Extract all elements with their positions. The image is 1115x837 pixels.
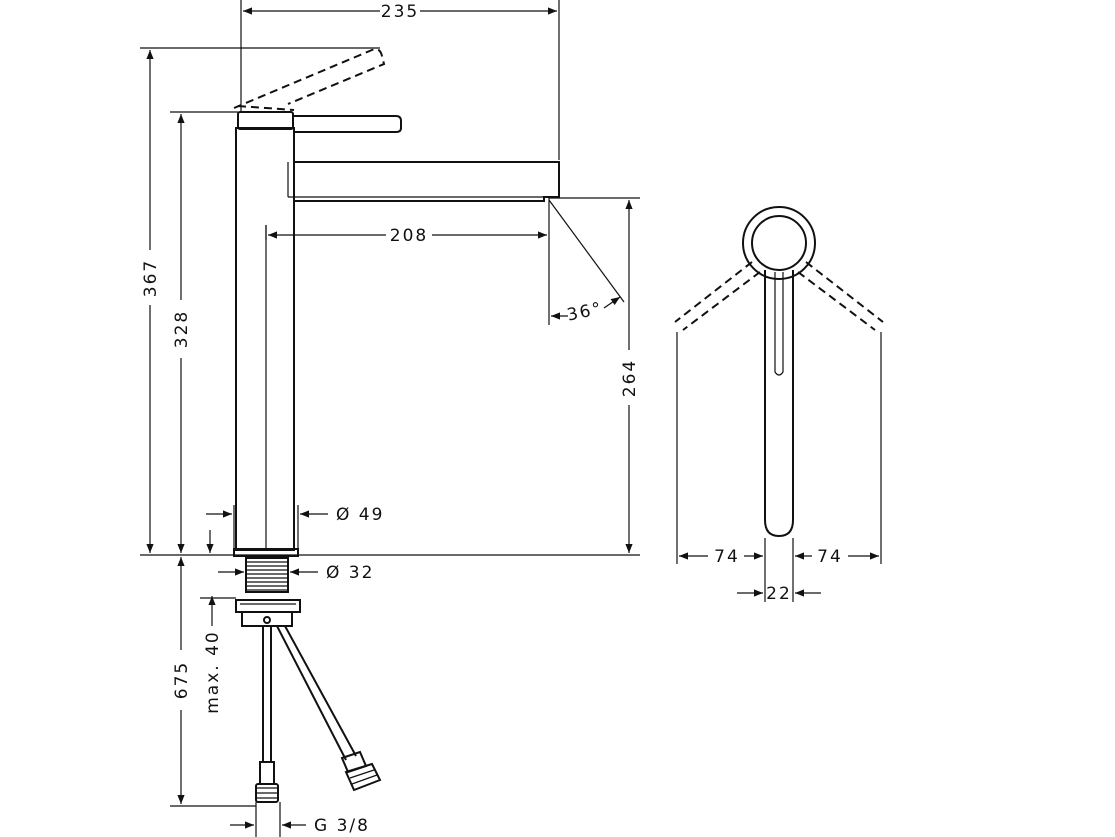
dim-handle-width-label: 22: [766, 584, 792, 604]
dim-spout-height: 264: [549, 197, 640, 553]
dim-thread-diameter: Ø 32: [218, 563, 374, 583]
dim-spout-reach: 208: [265, 198, 550, 325]
dim-swing-left-label: 74: [714, 547, 740, 567]
dim-handle-width: 22: [737, 584, 821, 604]
top-inner-ring: [751, 215, 807, 271]
dim-swing-right-label: 74: [817, 547, 843, 567]
dim-swing-right: 74: [795, 547, 879, 567]
dim-deck-thickness: max. 40: [200, 596, 236, 714]
side-view: 235 208 36° 367 328: [140, 0, 640, 837]
faucet-body: [235, 127, 295, 551]
base-ring: [233, 548, 299, 557]
dim-height-body-label: 328: [172, 310, 192, 348]
fixing-nut: [235, 599, 301, 627]
dim-connection-label: G 3/8: [314, 816, 370, 836]
top-view: 74 74 22: [674, 206, 884, 604]
dim-spout-height-label: 264: [620, 359, 640, 397]
dim-hose-length: 675: [170, 557, 256, 807]
dim-body-diameter: Ø 49: [206, 505, 384, 548]
handle-swing-dashed: [674, 261, 884, 331]
spout: [294, 161, 560, 202]
top-handle-slot: [774, 272, 784, 376]
dim-hose-length-label: 675: [172, 661, 192, 699]
dim-width-total-label: 235: [381, 2, 419, 22]
lever-raised-dashed: [233, 48, 386, 111]
top-handle: [764, 270, 794, 538]
dim-deck-thickness-label: max. 40: [203, 630, 223, 713]
top-outer-ring: [742, 206, 816, 280]
dim-connection: G 3/8: [230, 802, 370, 837]
dim-height-total: 367: [140, 47, 380, 553]
lever-handle: [293, 115, 402, 133]
dim-height-total-label: 367: [141, 259, 161, 297]
threaded-shank: [245, 557, 289, 593]
dim-height-body: 328: [170, 111, 238, 553]
dim-thread-diameter-label: Ø 32: [326, 563, 374, 583]
dim-body-diameter-label: Ø 49: [336, 505, 384, 525]
dim-angle-label: 36°: [565, 299, 605, 326]
dim-spout-reach-label: 208: [390, 226, 428, 246]
dim-angle: 36°: [548, 199, 625, 326]
dim-swing-left: 74: [679, 547, 763, 567]
dim-width-total: 235: [240, 0, 560, 160]
faucet-cap: [237, 111, 294, 130]
supply-hoses: [255, 625, 382, 803]
